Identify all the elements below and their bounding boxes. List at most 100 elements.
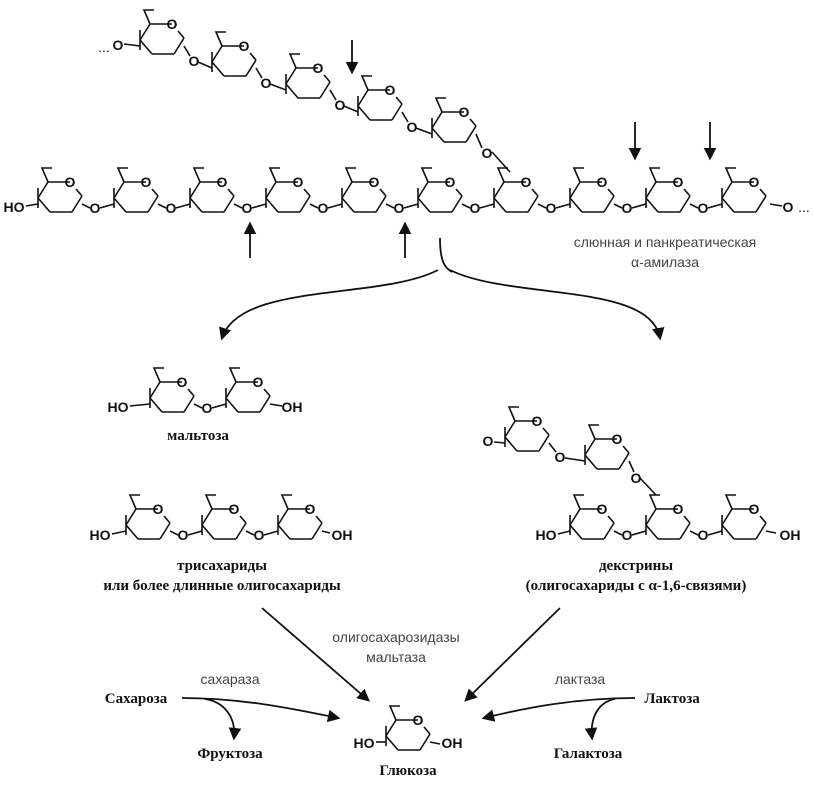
glucose-label: Глюкоза [379, 763, 437, 779]
fructose-label: Фруктоза [197, 746, 263, 762]
branch-start-oxygen: O [113, 37, 124, 53]
arrow-sucrose-to-fructose [204, 698, 242, 741]
ring-oxygen: O [413, 712, 424, 728]
glycosidic-bond [269, 83, 287, 91]
arrow-lactose-to-glucose [481, 697, 636, 722]
glycosidic-bond [211, 403, 227, 409]
dextrin-ring-3 [721, 494, 767, 540]
ring-oxygen: O [167, 16, 178, 32]
chain-end-oxygen: O [783, 199, 794, 215]
ring-oxygen: O [153, 501, 164, 517]
ring-oxygen: O [521, 174, 532, 190]
ring-oxygen: O [217, 174, 228, 190]
ring-oxygen: O [749, 501, 760, 517]
bond [493, 441, 506, 444]
main-chain-ring-6 [417, 167, 463, 213]
glycosidic-bond [309, 203, 319, 209]
hydroxyl-right: OH [332, 527, 353, 543]
main-chain-ring-2 [113, 167, 159, 213]
branch-ring-1 [139, 9, 185, 55]
bond [769, 203, 783, 207]
trisaccharides-label-1: трисахариды [177, 558, 267, 574]
bond [628, 460, 635, 473]
bond [639, 477, 657, 496]
bond [123, 43, 141, 47]
ring-oxygen: O [313, 60, 324, 76]
bond [111, 530, 127, 535]
ring-oxygen: O [445, 174, 456, 190]
glycosidic-bond [631, 203, 647, 209]
glycosidic-bond [631, 530, 647, 536]
maltose-ring-1 [149, 367, 195, 413]
main-chain-ring-10 [721, 167, 767, 213]
dextrin-branch-ring-2 [584, 424, 630, 470]
brace-stem [439, 237, 453, 273]
bridge-oxygen: O [166, 200, 177, 216]
glycosidic-bond [157, 203, 167, 209]
bond [564, 457, 586, 462]
ring-oxygen: O [305, 501, 316, 517]
ring-oxygen: O [532, 413, 543, 429]
glycosidic-bond [175, 203, 191, 209]
bond [321, 530, 331, 534]
oligo-enzyme-label-2: мальтаза [366, 649, 426, 665]
ring-oxygen: O [385, 82, 396, 98]
bridge-oxygen: O [622, 200, 633, 216]
ring-oxygen: O [612, 431, 623, 447]
bridge-oxygen: O [189, 53, 200, 69]
glycosidic-bond [327, 203, 343, 209]
amylase-label-2: α-амилаза [631, 254, 699, 270]
bridge-oxygen: O [242, 200, 253, 216]
hydroxyl-left: HO [90, 527, 111, 543]
glucose-rings [25, 9, 783, 751]
trisaccharide-ring-3 [277, 494, 323, 540]
lactase-label: лактаза [555, 671, 606, 687]
glycosidic-bond [707, 203, 723, 209]
glycosidic-bond [385, 203, 395, 209]
bond [129, 403, 151, 407]
dextrins-label-1: декстрины [599, 558, 673, 574]
glycosidic-bond [263, 530, 279, 536]
branch-start-oxygen: O [483, 433, 494, 449]
glycosidic-bond [461, 203, 471, 209]
glycosidic-bond [415, 127, 433, 135]
arrow-lactose-to-galactose [584, 698, 616, 741]
product-arrows [181, 237, 665, 741]
bridge-oxygen: O [555, 449, 566, 465]
glycosidic-bond [251, 203, 267, 209]
arrow-dex-to-glucose [464, 607, 561, 702]
maltose-label: мальтоза [167, 428, 229, 444]
glycosidic-bond [169, 530, 179, 536]
sucrose-label: Сахароза [105, 691, 168, 707]
glycosidic-bond [99, 203, 115, 209]
branch-link-oxygen: O [631, 470, 642, 486]
ring-oxygen: O [673, 174, 684, 190]
bridge-oxygen: O [622, 527, 633, 543]
bond [269, 403, 283, 407]
ring-oxygen: O [293, 174, 304, 190]
galactose-label: Галактоза [554, 746, 623, 762]
branch-ring-5 [431, 97, 477, 143]
hydroxyl-right: OH [780, 527, 801, 543]
bond [25, 203, 39, 207]
branch-ring-4 [357, 75, 403, 121]
hydroxyl-right: OH [442, 735, 463, 751]
bridge-oxygen: O [394, 200, 405, 216]
bond [765, 530, 777, 534]
glycosidic-bond [555, 203, 571, 209]
bridge-oxygen: O [335, 97, 346, 113]
bridge-oxygen: O [698, 527, 709, 543]
glycosidic-bond [81, 203, 91, 209]
cleavage-arrows [243, 40, 717, 258]
ring-oxygen: O [597, 501, 608, 517]
ring-oxygen: O [369, 174, 380, 190]
oligo-enzyme-label-1: олигосахарозидазы [332, 629, 459, 645]
main-chain-ring-1 [37, 167, 83, 213]
main-chain-ring-5 [341, 167, 387, 213]
hydroxyl-right: OH [282, 399, 303, 415]
glycosidic-bond [329, 89, 337, 101]
ring-oxygen: O [141, 174, 152, 190]
branch-link-oxygen: O [482, 145, 493, 161]
